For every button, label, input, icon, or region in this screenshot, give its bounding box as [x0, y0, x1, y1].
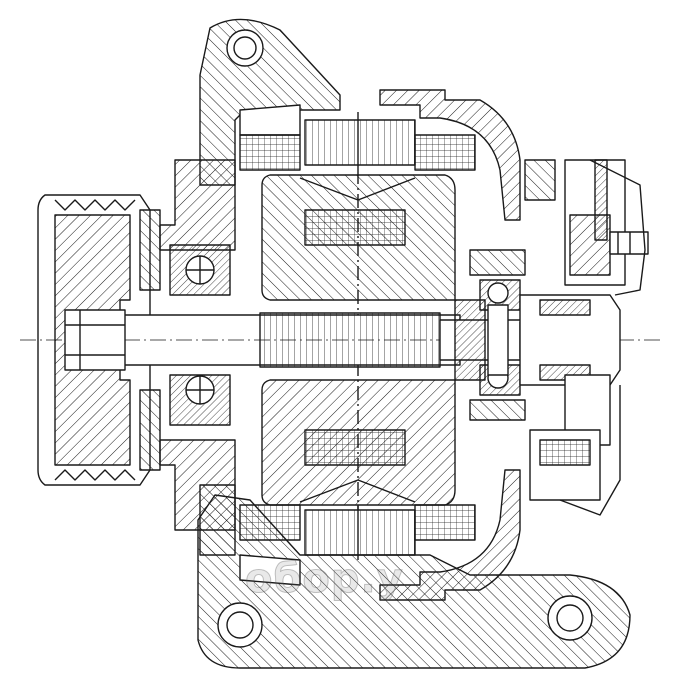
b-plus-terminal [569, 214, 649, 276]
mounting-bracket [197, 494, 631, 669]
front-housing [159, 18, 341, 586]
stator-winding [239, 134, 476, 541]
front-ball-bearing [169, 244, 231, 426]
shaft-nut [64, 309, 126, 371]
rectifier-bridge [524, 159, 601, 501]
brush-holder [519, 294, 621, 386]
stator-core [304, 112, 416, 560]
rear-cover [559, 159, 646, 516]
slip-rings [454, 299, 509, 381]
rear-housing [379, 89, 526, 601]
